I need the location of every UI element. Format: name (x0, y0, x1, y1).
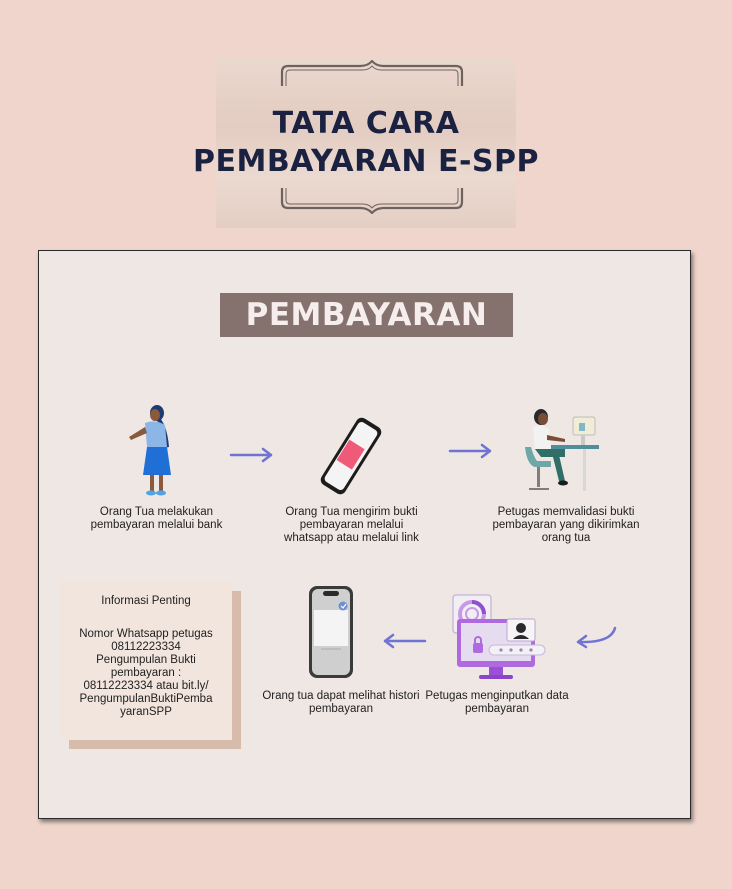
phone-history-icon (309, 586, 353, 678)
computer-data-icon (452, 594, 546, 679)
info-line: 08112223334 atau bit.ly/ (83, 680, 209, 692)
step-label-1: Orang Tua melakukan pembayaran melalui b… (90, 506, 223, 531)
info-line: yaranSPP (120, 706, 172, 718)
info-title: Informasi Penting (101, 595, 191, 607)
arrow-left-icon (383, 633, 427, 649)
step-label-2: Orang Tua mengirim bukti pembayaran mela… (284, 506, 419, 544)
info-line: pembayaran : (110, 667, 182, 679)
arrow-right-icon (448, 443, 492, 459)
arrow-curved-left-icon (576, 626, 617, 649)
parent-figure-icon (129, 405, 171, 496)
info-line: Pengumpulan Bukti (96, 654, 196, 666)
ornamental-frame-bottom (280, 188, 464, 214)
payment-card: PEMBAYARAN (38, 250, 691, 819)
header-texture (216, 58, 516, 228)
page-title-line2: PEMBAYARAN E-SPP (192, 144, 539, 179)
arrow-right-icon (229, 447, 273, 463)
officer-desk-icon (525, 409, 599, 491)
ornamental-frame-top (280, 60, 464, 86)
step-label-4: Petugas menginputkan data pembayaran (425, 690, 569, 715)
phone-icon (320, 417, 382, 495)
page-title-line1: TATA CARA (272, 106, 460, 141)
info-line: Nomor Whatsapp petugas (79, 628, 213, 640)
step-label-5: Orang tua dapat melihat histori pembayar… (262, 690, 420, 715)
important-info-box: Informasi Penting Nomor Whatsapp petugas… (60, 582, 232, 740)
section-title: PEMBAYARAN (220, 293, 513, 337)
info-line: 08112223334 (111, 641, 181, 653)
step-label-3: Petugas memvalidasi bukti pembayaran yan… (492, 506, 640, 544)
info-line: PengumpulanBuktiPemba (79, 693, 213, 705)
